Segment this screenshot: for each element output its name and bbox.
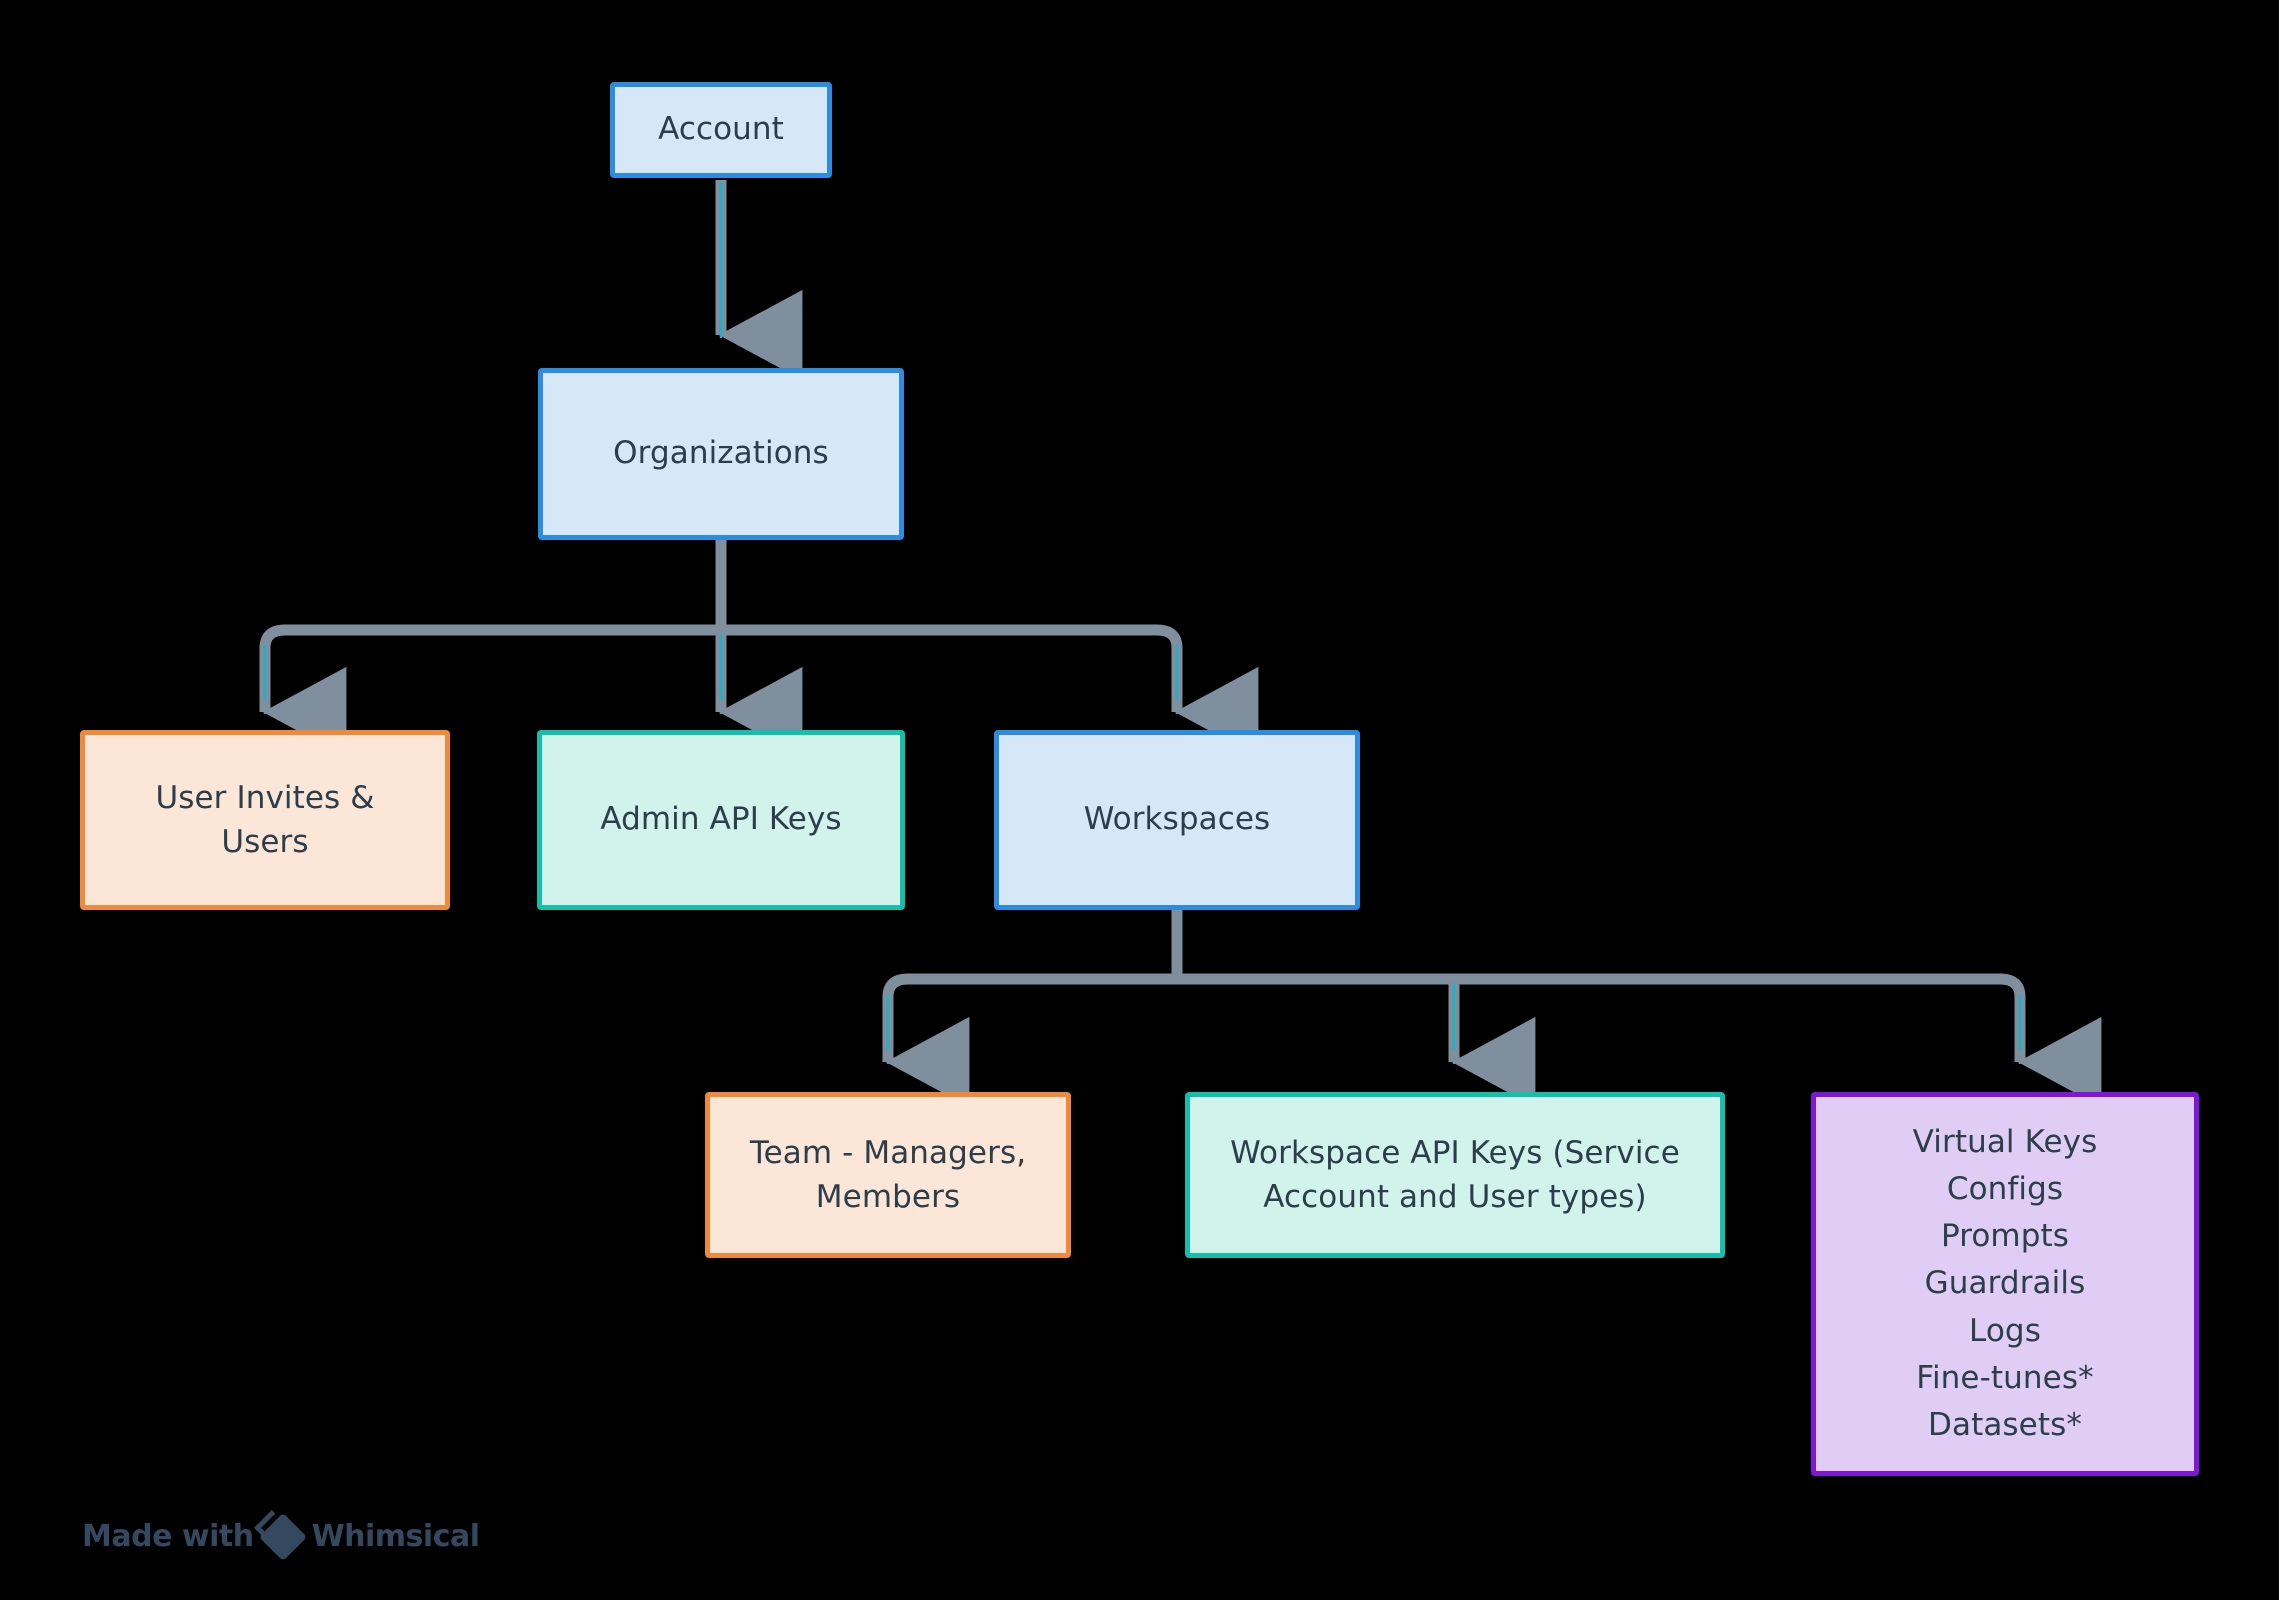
node-team-managers-members[interactable]: Team - Managers, Members xyxy=(705,1092,1071,1258)
node-organizations-label: Organizations xyxy=(613,435,829,472)
node-organizations[interactable]: Organizations xyxy=(538,368,904,540)
watermark-brand: Whimsical xyxy=(311,1519,480,1554)
node-user-invites-users[interactable]: User Invites & Users xyxy=(80,730,450,910)
node-team-managers-members-label: Team - Managers, Members xyxy=(749,1134,1027,1215)
node-admin-api-keys[interactable]: Admin API Keys xyxy=(537,730,905,910)
watermark: Made with Whimsical xyxy=(82,1512,480,1561)
node-workspace-api-keys-label: Workspace API Keys (Service Account and … xyxy=(1230,1134,1680,1215)
node-account-label: Account xyxy=(658,111,784,148)
node-workspace-resources-label: Virtual Keys Configs Prompts Guardrails … xyxy=(1912,1124,2098,1443)
watermark-prefix: Made with xyxy=(82,1519,254,1554)
edge-workspaces-children xyxy=(882,910,2102,1108)
edge-organizations-children xyxy=(259,540,1259,758)
whimsical-logo-icon xyxy=(258,1512,307,1561)
node-admin-api-keys-label: Admin API Keys xyxy=(600,801,842,838)
node-user-invites-users-label: User Invites & Users xyxy=(155,779,375,860)
node-workspace-api-keys[interactable]: Workspace API Keys (Service Account and … xyxy=(1185,1092,1725,1258)
node-account[interactable]: Account xyxy=(610,82,832,178)
node-workspaces[interactable]: Workspaces xyxy=(994,730,1360,910)
node-workspace-resources[interactable]: Virtual Keys Configs Prompts Guardrails … xyxy=(1811,1092,2199,1476)
node-workspaces-label: Workspaces xyxy=(1083,801,1271,838)
